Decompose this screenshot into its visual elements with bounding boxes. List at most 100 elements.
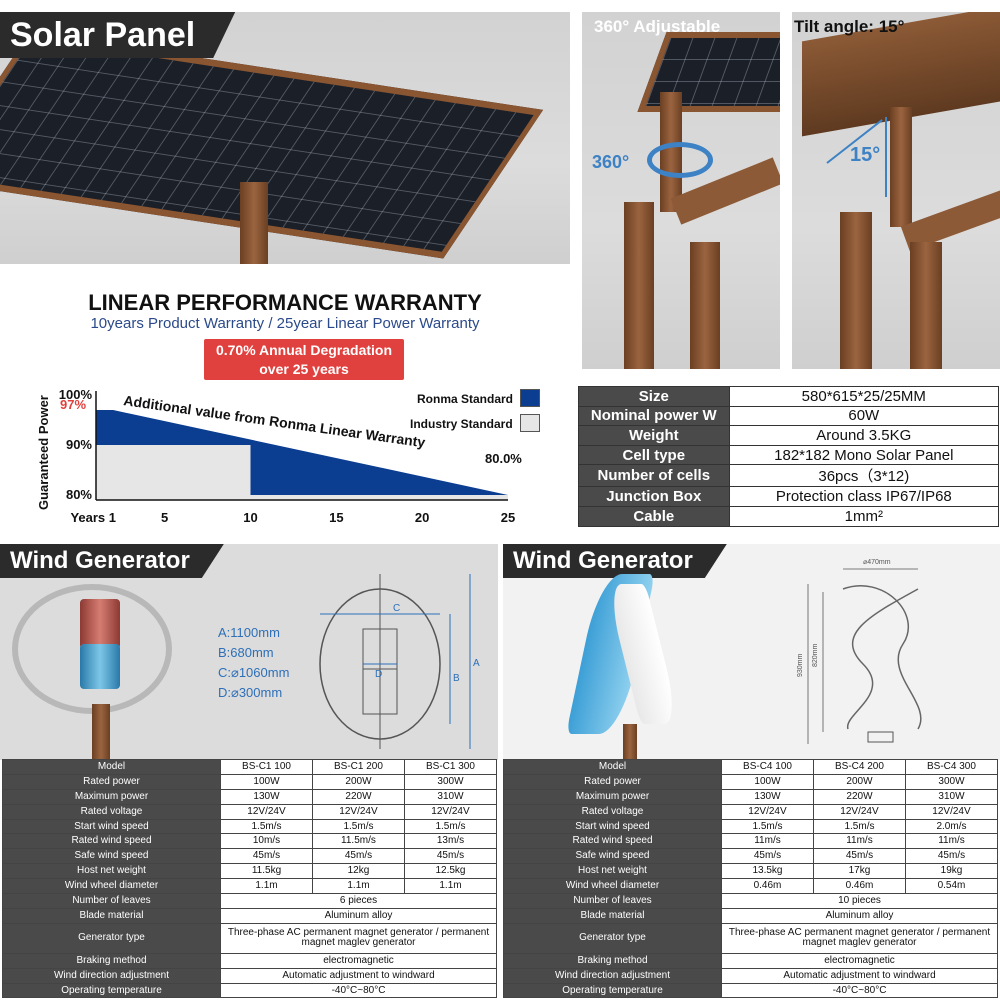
highlight-label: 97% xyxy=(60,397,86,412)
wind-spec-cell: 11.5kg xyxy=(220,863,313,880)
legend-industry: Industry Standard xyxy=(410,417,513,431)
rotate-label: 360° xyxy=(592,152,630,172)
adjustable-label: 360° Adjustable xyxy=(594,17,721,36)
wind-spec-cell: Rated power xyxy=(503,773,722,790)
wind-spec-cell: Host net weight xyxy=(503,863,722,880)
wind-spec-cell: 1.1m xyxy=(311,878,405,895)
dimension-b: B:680mm xyxy=(218,645,274,660)
wind-spec-cell: Operating temperature xyxy=(2,982,221,999)
wind-spec-cell: 45m/s xyxy=(220,848,313,865)
solar-spec-value: Protection class IP67/IP68 xyxy=(728,486,1000,507)
wind-spec-cell: 12kg xyxy=(311,863,405,880)
warranty-title: LINEAR PERFORMANCE WARRANTY xyxy=(88,290,482,315)
tilt-vertical-line xyxy=(885,117,887,197)
wind-spec-cell: 0.54m xyxy=(904,878,999,895)
wind-left-photo: Wind Generator A:1100mm B:680mm C:⌀1060m… xyxy=(0,544,498,760)
wind-spec-cell: -40°C~80°C xyxy=(721,982,998,999)
wind-spec-cell: 12.5kg xyxy=(403,863,498,880)
degradation-line2: over 25 years xyxy=(259,361,349,377)
wind-spec-cell: 0.46m xyxy=(721,878,814,895)
wind-spec-cell: 12V/24V xyxy=(812,803,906,820)
wind-spec-header-cell: BS-C1 200 xyxy=(311,759,405,775)
helix-turbine-diagram: ⌀470mm 930mm 820mm xyxy=(797,559,922,744)
wind-spec-cell: 19kg xyxy=(904,863,999,880)
wind-spec-cell: -40°C~80°C xyxy=(220,982,497,999)
wind-right-photo: Wind Generator ⌀470mm 930mm 820mm xyxy=(503,544,1000,760)
wind-spec-cell: 6 pieces xyxy=(220,893,497,909)
wind-spec-cell: 200W xyxy=(812,773,906,790)
wind-spec-row: Operating temperature-40°C~80°C xyxy=(503,982,998,999)
wind-spec-header-cell: BS-C4 300 xyxy=(904,759,999,775)
wind-spec-cell: 310W xyxy=(403,788,498,805)
wind-spec-cell: 13.5kg xyxy=(721,863,814,880)
solar-spec-value: Around 3.5KG xyxy=(728,425,1000,446)
wind-spec-cell: Operating temperature xyxy=(503,982,722,999)
wind-spec-cell: 300W xyxy=(403,773,498,790)
wind-spec-cell: Maximum power xyxy=(2,788,221,805)
turbine-right-pole xyxy=(623,724,637,760)
dim-letter-c: C xyxy=(393,603,400,614)
wind-spec-cell: Braking method xyxy=(2,952,221,969)
wind-spec-cell: Start wind speed xyxy=(503,818,722,835)
wind-spec-cell: Wind wheel diameter xyxy=(503,878,722,895)
wind-spec-cell: 310W xyxy=(904,788,999,805)
wind-spec-cell: Host net weight xyxy=(2,863,221,880)
solar-spec-key: Number of cells xyxy=(578,464,730,488)
end-label: 80.0% xyxy=(485,451,522,466)
tilt-left-post xyxy=(840,212,872,369)
turbine-generator-red xyxy=(80,599,120,649)
turbine-left-pole xyxy=(92,704,110,760)
adjustable-photo: 360° 360° Adjustable xyxy=(582,12,780,369)
solar-spec-value: 182*182 Mono Solar Panel xyxy=(728,444,1000,466)
wind-spec-cell: 11m/s xyxy=(721,833,814,850)
wind-spec-cell: Blade material xyxy=(503,907,722,924)
degradation-line1: 0.70% Annual Degradation xyxy=(215,342,393,358)
wind-spec-cell: Rated wind speed xyxy=(2,833,221,850)
wind-spec-header-cell: Model xyxy=(503,759,722,775)
dimension-d: D:⌀300mm xyxy=(218,685,283,700)
wind-spec-cell: 12V/24V xyxy=(220,803,313,820)
wind-spec-row: Operating temperature-40°C~80°C xyxy=(2,982,497,999)
wind-spec-cell: electromagnetic xyxy=(220,952,497,969)
solar-panel-illustration xyxy=(0,32,544,259)
wind-spec-cell: Wind direction adjustment xyxy=(2,967,221,984)
wind-spec-cell: 45m/s xyxy=(311,848,405,865)
wind-spec-cell: Rated voltage xyxy=(2,803,221,820)
wind-spec-cell: Three-phase AC permanent magnet generato… xyxy=(721,922,998,954)
wind-spec-cell: Rated wind speed xyxy=(503,833,722,850)
wind-spec-cell: 12V/24V xyxy=(311,803,405,820)
solar-spec-key: Weight xyxy=(578,425,730,446)
wind-spec-cell: 300W xyxy=(904,773,999,790)
wind-spec-cell: Rated power xyxy=(2,773,221,790)
wind-spec-cell: 1.5m/s xyxy=(311,818,405,835)
wind-spec-cell: 11m/s xyxy=(904,833,999,850)
wind-spec-cell: 12V/24V xyxy=(403,803,498,820)
wind-spec-cell: Generator type xyxy=(2,922,221,954)
wind-spec-header-cell: Model xyxy=(2,759,221,775)
wind-spec-cell: Blade material xyxy=(2,907,221,924)
wind-spec-cell: 1.5m/s xyxy=(220,818,313,835)
y-tick-label: 100% xyxy=(59,387,93,402)
solar-spec-key: Cable xyxy=(578,505,730,527)
wind-spec-cell: Wind wheel diameter xyxy=(2,878,221,895)
tilt-label: Tilt angle: 15° xyxy=(794,17,905,36)
wind-spec-cell: 45m/s xyxy=(721,848,814,865)
dimension-c: C:⌀1060mm xyxy=(218,665,290,680)
wind-spec-cell: 1.1m xyxy=(220,878,313,895)
